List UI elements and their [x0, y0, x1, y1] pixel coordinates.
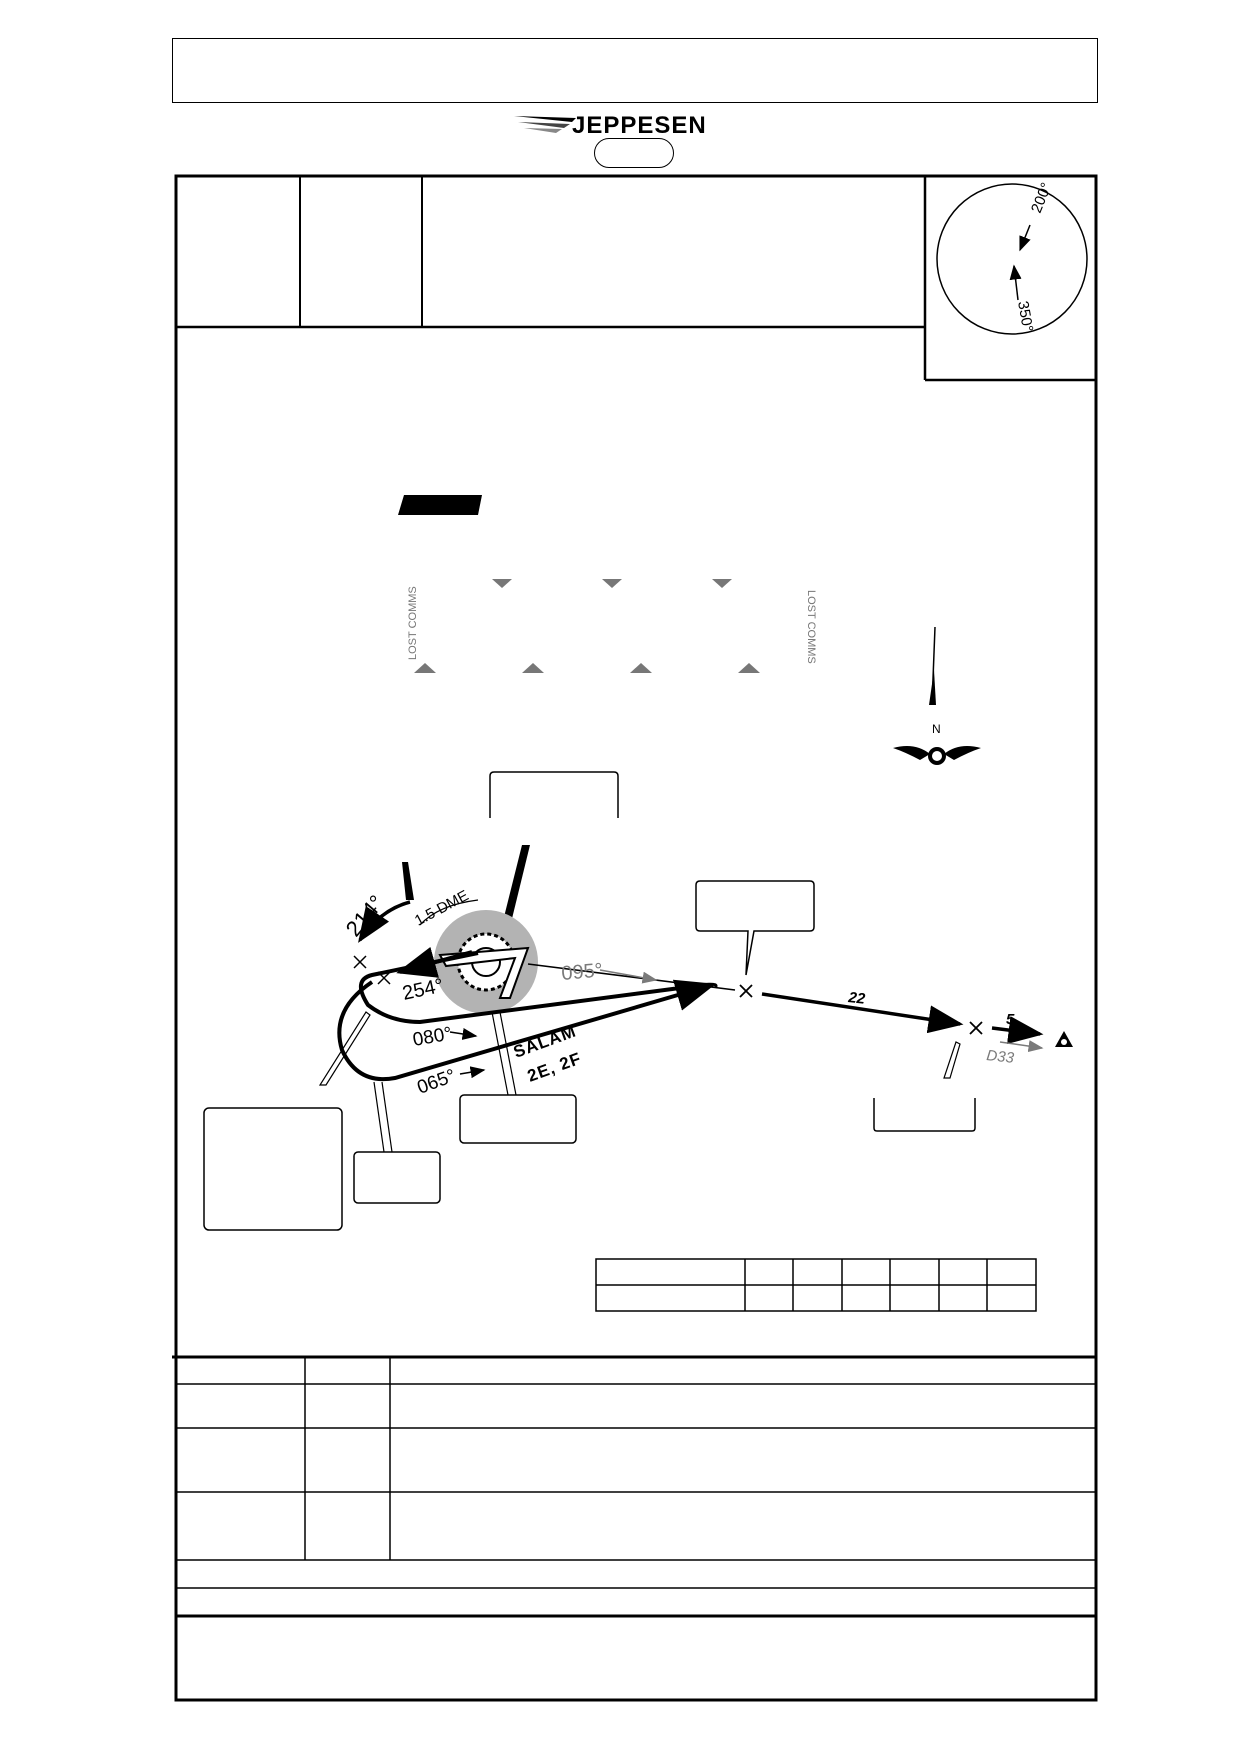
fix-marker-right — [969, 1021, 983, 1035]
fix-callout-box — [695, 880, 815, 976]
small-info-box — [353, 1151, 441, 1204]
dme-d33-label: D33 — [986, 1047, 1016, 1067]
runway-wedge-left — [318, 1011, 371, 1086]
black-bar — [398, 495, 482, 515]
leader-small-box-2 — [381, 1081, 393, 1153]
navaid-triangle-icon — [1055, 1031, 1073, 1047]
north-arrow-icon — [929, 626, 936, 706]
lost-comms-triangle-down-3 — [712, 579, 732, 588]
bearing-080-label: 080° — [411, 1023, 453, 1051]
fix-marker-middle — [739, 984, 753, 998]
top-label-bracket — [489, 771, 619, 818]
compass-label-350: 350° — [1014, 300, 1036, 334]
left-info-box — [203, 1107, 343, 1231]
jeppesen-logo: JEPPESEN — [512, 110, 722, 140]
navaid-info-box — [459, 1094, 577, 1144]
lost-comms-triangle-up-3 — [630, 663, 652, 673]
leg-22 — [761, 992, 964, 1034]
leg-distance-label: 22 — [847, 989, 867, 1008]
jeppesen-swoosh-icon — [514, 116, 576, 133]
compass-arrow-200 — [1019, 224, 1031, 252]
compass-arrow-350 — [1009, 264, 1022, 301]
leg-gray-d33 — [999, 1040, 1044, 1053]
lost-comms-triangle-up-2 — [522, 663, 544, 673]
leader-small-box — [373, 1081, 385, 1153]
arrow-065 — [459, 1066, 486, 1079]
dme-arc — [419, 899, 479, 926]
north-label: N — [932, 722, 941, 736]
arrow-to-254 — [396, 946, 473, 978]
fix-marker-left-2 — [377, 971, 391, 985]
bearing-254-label: 254° — [400, 975, 445, 1005]
chart-index-tab — [594, 138, 674, 168]
leg-gray-095 — [599, 969, 658, 984]
runway-symbol — [438, 946, 530, 999]
final-distance-label: 5 — [1006, 1011, 1015, 1028]
chart-header-box — [172, 38, 1098, 103]
chart-frame — [174, 174, 1098, 1702]
runway-wedge-right — [943, 1041, 961, 1079]
compass-circle — [936, 183, 1088, 335]
lost-comms-right-label: LOST COMMS — [805, 590, 817, 664]
lost-comms-triangle-up-4 — [738, 663, 760, 673]
arrow-080 — [449, 1028, 478, 1040]
lost-comms-left-label: LOST COMMS — [407, 586, 419, 660]
winged-globe-icon — [893, 746, 981, 765]
leg-5 — [991, 1016, 1044, 1044]
brand-name: JEPPESEN — [572, 112, 707, 139]
lost-comms-markers — [414, 579, 760, 673]
track-to-fix — [527, 963, 736, 991]
lost-comms-triangle-up-1 — [414, 663, 436, 673]
compass-label-200: 200° — [1028, 180, 1055, 215]
fix-marker-left — [353, 955, 367, 969]
right-label-bracket — [873, 1098, 976, 1132]
reference-wedge-2 — [500, 845, 530, 935]
lost-comms-triangle-down-1 — [492, 579, 512, 588]
arrow-to-214 — [358, 900, 411, 943]
outbound-loop — [337, 979, 716, 1082]
data-table — [595, 1258, 1037, 1312]
bearing-095-label: 095° — [561, 959, 604, 985]
lost-comms-triangle-down-2 — [602, 579, 622, 588]
reference-wedge-1 — [402, 862, 414, 900]
